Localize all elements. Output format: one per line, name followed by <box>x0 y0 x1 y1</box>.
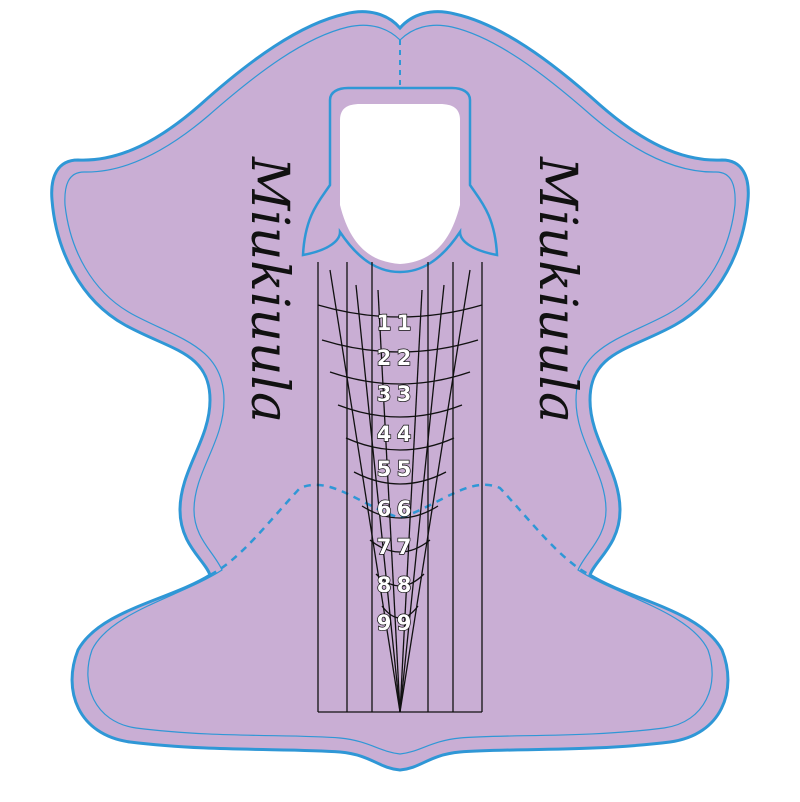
guide-converging-5 <box>399 284 445 713</box>
guide-arc-10 <box>381 605 419 619</box>
guide-converging-2 <box>355 284 401 713</box>
size-number-right: 2 <box>397 346 412 370</box>
sizing-guide-grid <box>317 262 483 713</box>
size-number-right: 4 <box>397 422 412 446</box>
guide-arc-4 <box>337 404 463 418</box>
size-number-right: 8 <box>397 573 412 597</box>
size-number-left: 6 <box>377 497 392 521</box>
guide-arc-7 <box>361 505 439 519</box>
guide-converging-4 <box>399 289 423 713</box>
guide-converging-1 <box>329 269 401 713</box>
size-number-left: 4 <box>377 422 392 446</box>
brand-text-left: Miukiuula <box>239 156 299 423</box>
size-number-left: 2 <box>377 346 392 370</box>
guide-arc-6 <box>353 471 447 485</box>
cut-line-dashed <box>209 483 591 577</box>
brand-text-right: Miukiuula <box>527 156 587 423</box>
size-number-right: 7 <box>397 535 412 559</box>
guide-arc-5 <box>345 437 455 451</box>
size-number-left: 3 <box>377 382 392 406</box>
size-number-right: 5 <box>397 457 412 481</box>
guide-arc-3 <box>329 371 471 385</box>
form-body <box>50 10 750 772</box>
size-number-left: 9 <box>377 611 392 635</box>
size-number-left: 7 <box>377 535 392 559</box>
nail-window <box>340 104 460 264</box>
guide-arc-2 <box>321 339 479 353</box>
size-number-left: 1 <box>377 311 392 335</box>
size-number-right: 3 <box>397 382 412 406</box>
size-number-left: 8 <box>377 573 392 597</box>
size-number-right: 1 <box>397 311 412 335</box>
guide-arc-8 <box>369 539 431 553</box>
size-number-right: 6 <box>397 497 412 521</box>
size-number-right: 9 <box>397 611 412 635</box>
guide-converging-3 <box>377 289 401 713</box>
guide-arc-9 <box>375 573 425 587</box>
guide-arc-1 <box>317 304 483 318</box>
guide-converging-6 <box>399 269 471 713</box>
size-number-left: 5 <box>377 457 392 481</box>
form-inner-contour <box>64 24 736 755</box>
